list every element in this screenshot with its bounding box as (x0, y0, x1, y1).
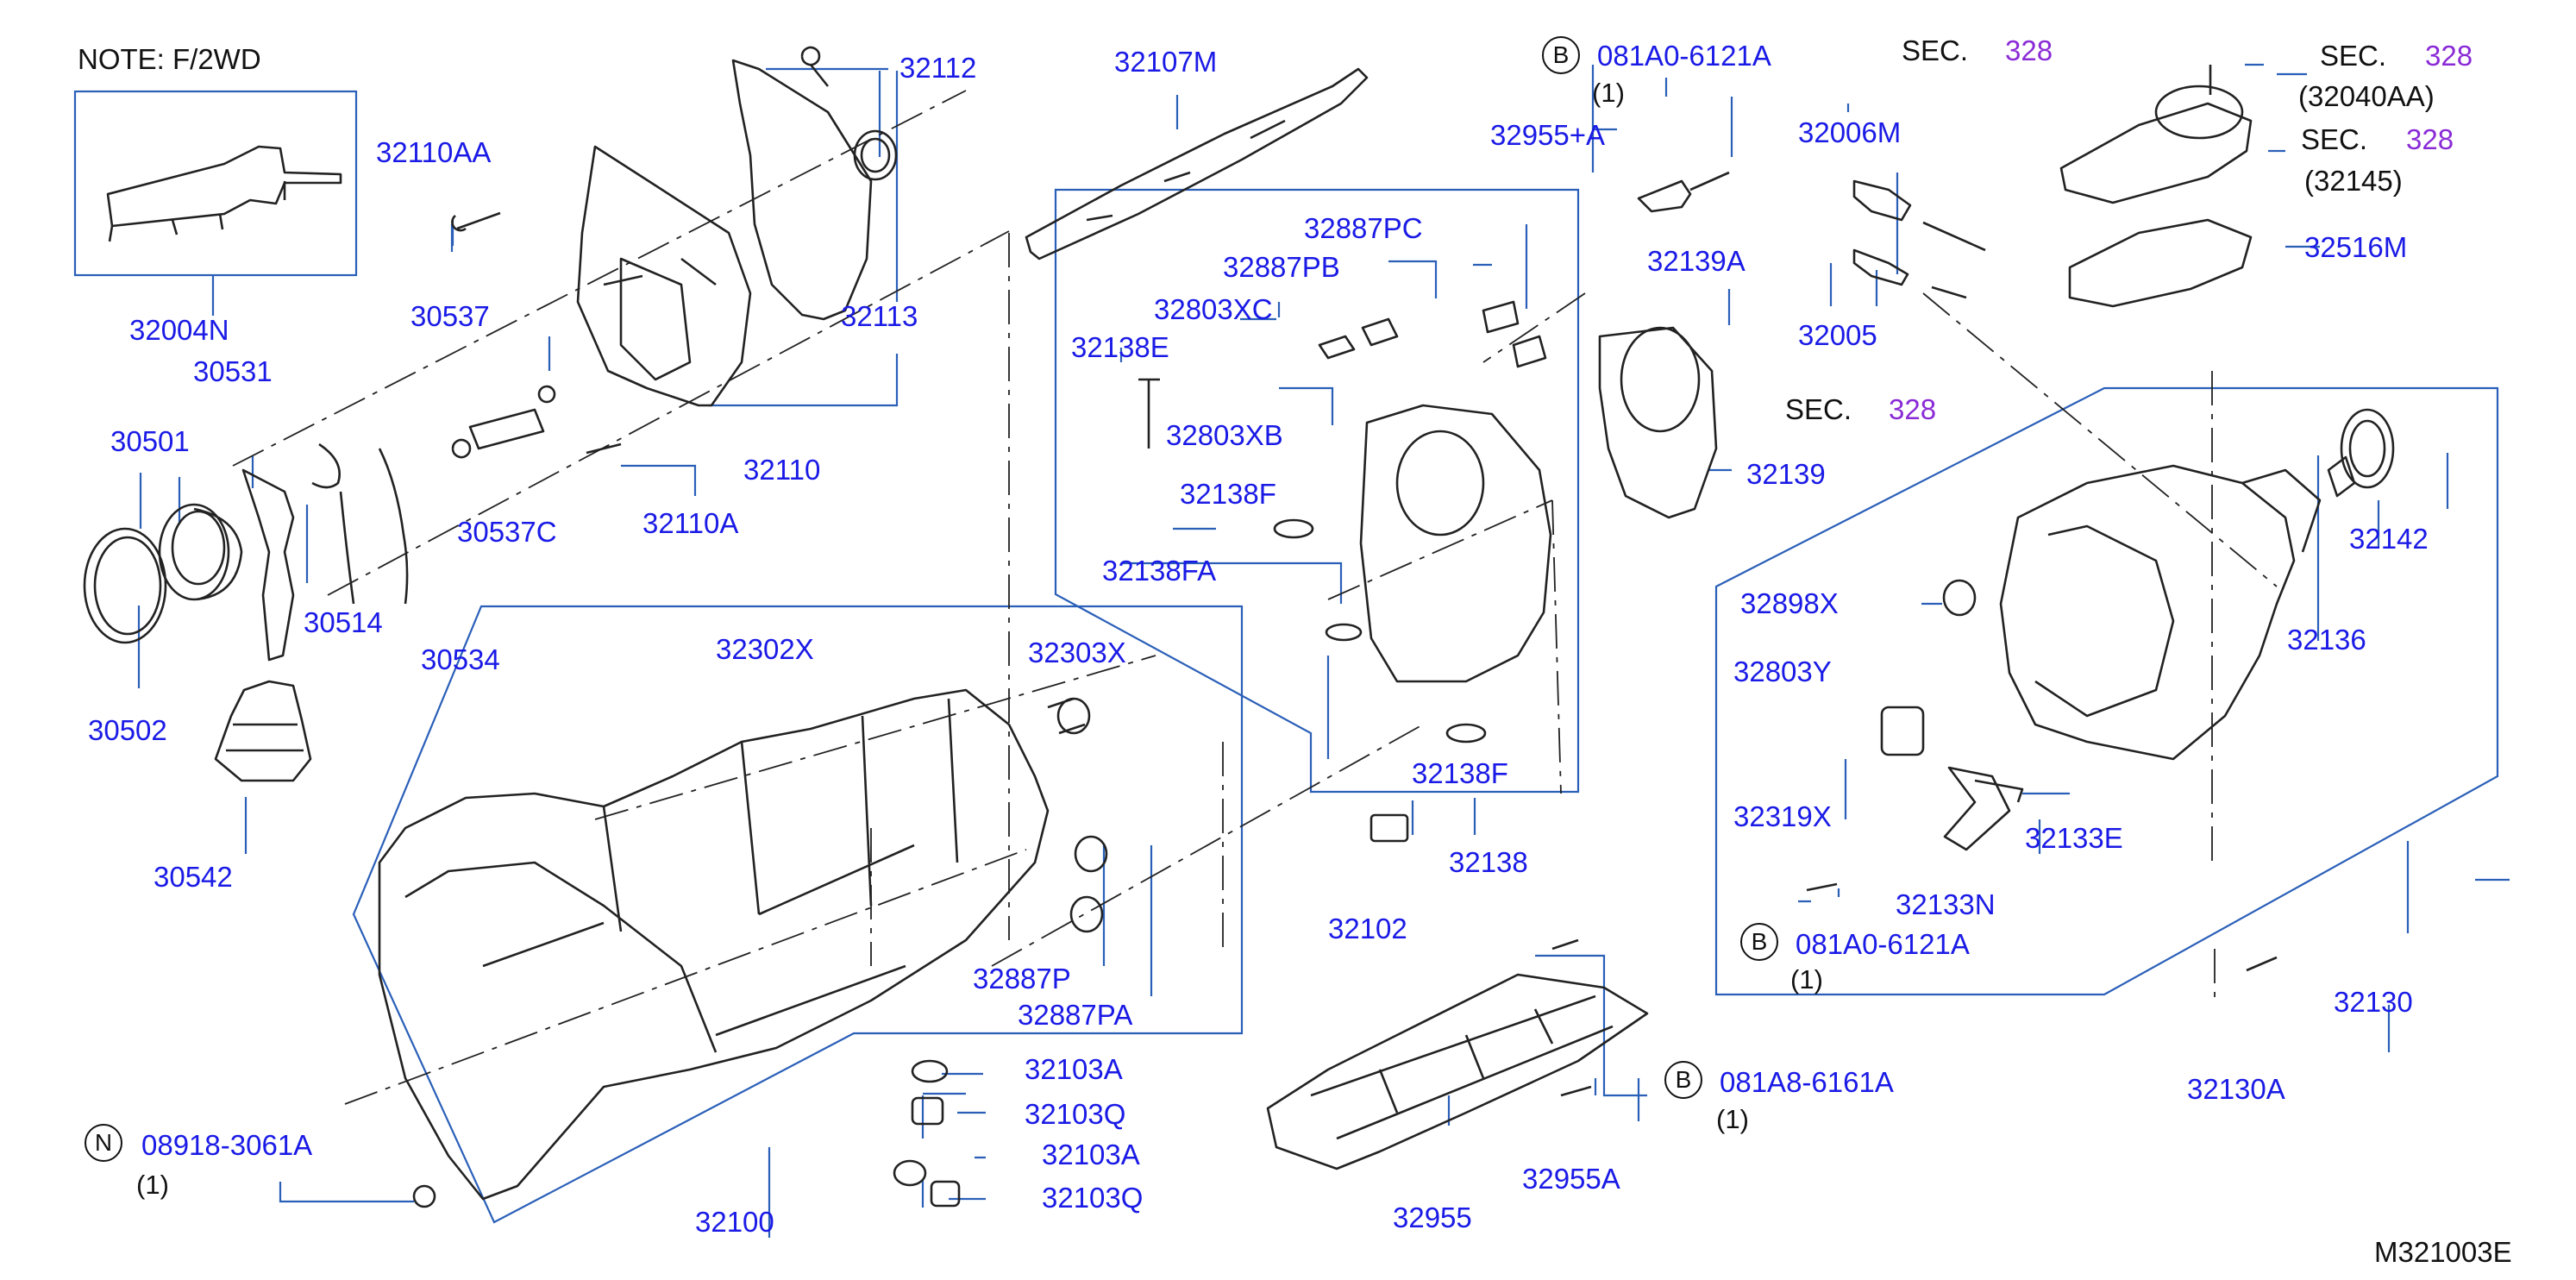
qty-081A0-bottom: (1) (1790, 964, 1823, 995)
part-32103Q-1[interactable]: 32103Q (1025, 1098, 1126, 1130)
part-32006M[interactable]: 32006M (1798, 116, 1902, 148)
part-30514[interactable]: 30514 (304, 606, 383, 638)
part-32887P[interactable]: 32887P (973, 963, 1071, 995)
part-081A0-6121A-top[interactable]: 081A0-6121A (1597, 40, 1771, 72)
frame-32100 (352, 605, 1244, 1224)
sec-word-1: SEC. (1902, 35, 1969, 66)
part-32887PA[interactable]: 32887PA (1018, 999, 1133, 1031)
part-32303X[interactable]: 32303X (1028, 637, 1126, 668)
part-32138F-1[interactable]: 32138F (1180, 478, 1276, 510)
part-32107M[interactable]: 32107M (1114, 46, 1218, 78)
part-32302X[interactable]: 32302X (716, 633, 814, 665)
part-32004N[interactable]: 32004N (129, 314, 229, 346)
part-32887PC[interactable]: 32887PC (1304, 212, 1423, 244)
part-32133N[interactable]: 32133N (1896, 888, 1996, 920)
frame-32138 (1054, 188, 1580, 794)
part-30531[interactable]: 30531 (193, 355, 273, 387)
sec-number-2[interactable]: 328 (1889, 393, 1937, 425)
qty-081A0-top: (1) (1592, 78, 1625, 108)
part-30502[interactable]: 30502 (88, 714, 167, 746)
sec-word-3: SEC. (2320, 40, 2387, 72)
part-32138FA[interactable]: 32138FA (1102, 555, 1217, 587)
part-081A0-6121A-bottom[interactable]: 081A0-6121A (1796, 928, 1970, 960)
part-32803XB[interactable]: 32803XB (1166, 419, 1283, 451)
part-32102[interactable]: 32102 (1328, 913, 1407, 944)
sec-ref-32145: (32145) (2304, 165, 2403, 197)
part-32139[interactable]: 32139 (1746, 458, 1826, 490)
diagram-id: M321003E (2374, 1236, 2512, 1268)
part-32113[interactable]: 32113 (841, 300, 918, 332)
sec-number-4[interactable]: 328 (2406, 123, 2454, 155)
qty-081A8: (1) (1716, 1104, 1749, 1134)
part-32955[interactable]: 32955 (1393, 1202, 1472, 1233)
part-32110A[interactable]: 32110A (642, 507, 739, 539)
part-30542[interactable]: 30542 (154, 861, 233, 893)
sec-word-4: SEC. (2301, 123, 2368, 155)
part-32138F-2[interactable]: 32138F (1412, 757, 1508, 789)
part-32130A[interactable]: 32130A (2187, 1073, 2285, 1105)
part-32955-plus-A[interactable]: 32955+A (1490, 119, 1606, 151)
part-32136[interactable]: 32136 (2287, 624, 2366, 656)
bolt-symbol-b-bottom: B (1664, 1061, 1702, 1099)
note-text: NOTE: F/2WD (78, 43, 261, 75)
part-30534[interactable]: 30534 (421, 643, 500, 675)
part-32100[interactable]: 32100 (695, 1206, 774, 1238)
qty-08918: (1) (136, 1170, 169, 1200)
part-32803XC[interactable]: 32803XC (1154, 293, 1273, 325)
part-32955A[interactable]: 32955A (1522, 1163, 1620, 1195)
frame-32130 (1714, 386, 2499, 996)
part-32103A-2[interactable]: 32103A (1042, 1139, 1140, 1170)
part-30501[interactable]: 30501 (110, 425, 190, 457)
part-32130[interactable]: 32130 (2334, 986, 2413, 1018)
sec-word-2: SEC. (1785, 393, 1852, 425)
part-30537[interactable]: 30537 (411, 300, 490, 332)
sec-ref-32040AA: (32040AA) (2298, 80, 2435, 112)
part-32139A[interactable]: 32139A (1647, 245, 1746, 277)
part-32516M[interactable]: 32516M (2304, 231, 2408, 263)
part-32887PB[interactable]: 32887PB (1223, 251, 1340, 283)
part-32103A-1[interactable]: 32103A (1025, 1053, 1123, 1085)
part-32112[interactable]: 32112 (899, 52, 977, 84)
part-32005[interactable]: 32005 (1798, 319, 1877, 351)
part-32803Y[interactable]: 32803Y (1733, 656, 1832, 687)
part-32138[interactable]: 32138 (1449, 846, 1528, 878)
bolt-symbol-b-mid: B (1740, 923, 1778, 961)
part-32110[interactable]: 32110 (743, 454, 821, 486)
sec-number-1[interactable]: 328 (2005, 35, 2053, 66)
bolt-symbol-b-top: B (1542, 36, 1580, 74)
part-32110AA[interactable]: 32110AA (376, 136, 492, 168)
frame-32004N (73, 90, 358, 277)
part-30537C[interactable]: 30537C (457, 516, 557, 548)
part-08918-3061A[interactable]: 08918-3061A (141, 1129, 313, 1161)
nut-symbol-n: N (85, 1124, 122, 1162)
part-32103Q-2[interactable]: 32103Q (1042, 1182, 1144, 1214)
part-081A8-6161A[interactable]: 081A8-6161A (1720, 1066, 1894, 1098)
part-32142[interactable]: 32142 (2349, 523, 2429, 555)
part-32319X[interactable]: 32319X (1733, 800, 1832, 832)
part-32138E[interactable]: 32138E (1071, 331, 1169, 363)
part-32898X[interactable]: 32898X (1740, 587, 1839, 619)
sec-number-3[interactable]: 328 (2425, 40, 2473, 72)
part-32133E[interactable]: 32133E (2025, 822, 2123, 854)
